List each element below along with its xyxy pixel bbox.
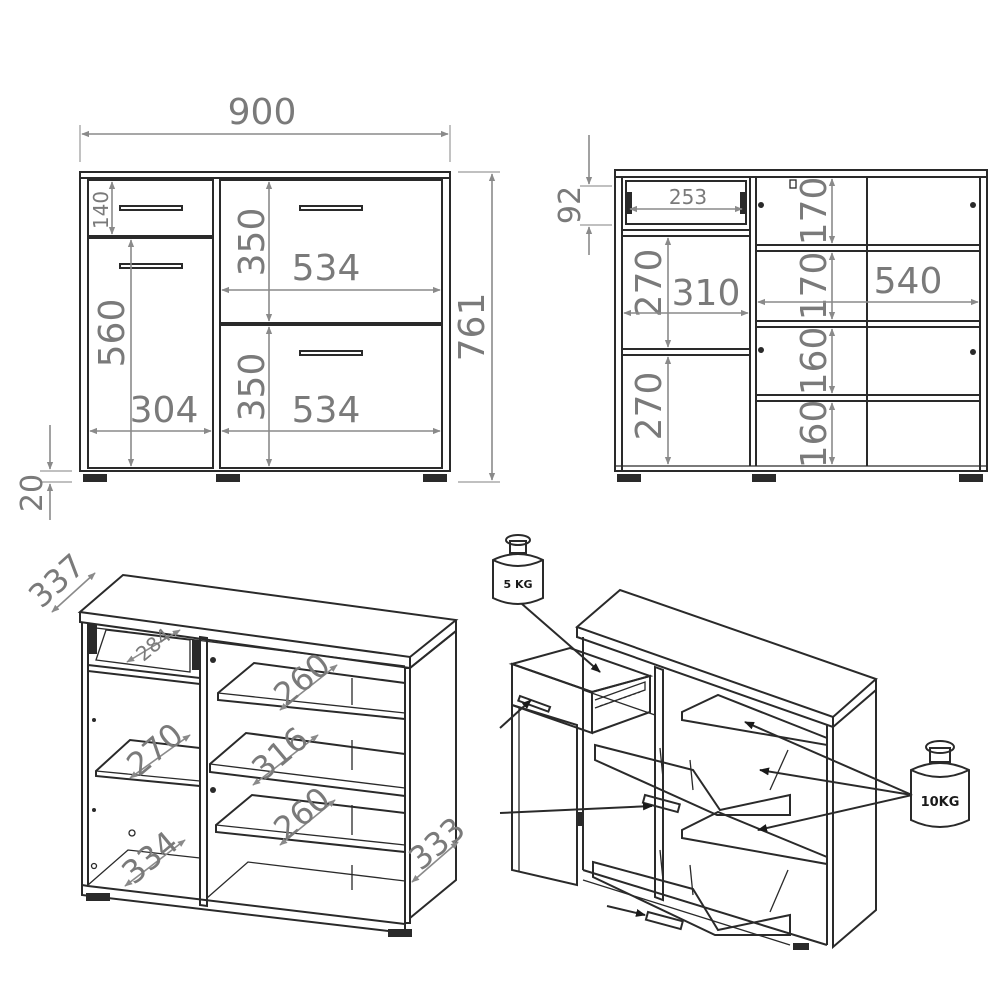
dim-flap-top-width: 534: [292, 248, 361, 289]
dim-left-bottom-depth: 334: [114, 823, 185, 891]
dim-plinth: 20: [15, 474, 50, 512]
dim-right-h4: 160: [794, 400, 835, 469]
front-flap-bottom: [219, 324, 443, 469]
dim-left-inner-width: 310: [672, 273, 741, 314]
foot: [959, 474, 983, 482]
open-view: 92 253 270 310 270 170 170 540 160 160: [553, 135, 988, 482]
iso-right-shelf-2: [209, 731, 406, 798]
iso-right-shelf-1: [217, 661, 406, 721]
load-flap-top: [594, 743, 791, 816]
load-flap-bottom: [592, 860, 791, 936]
pointer-arrow: [521, 603, 601, 673]
dim-open-drawer-width: 253: [669, 185, 707, 209]
foot: [216, 474, 240, 482]
foot: [752, 474, 776, 482]
open-drawer: [625, 180, 747, 225]
front-door: [87, 237, 214, 469]
dim-open-drawer-height: 92: [553, 186, 588, 224]
pointer-arrow: [744, 721, 913, 796]
flap-bottom-handle: [299, 350, 363, 356]
dim-left-upper-height: 270: [629, 249, 670, 318]
dim-right-h2: 170: [794, 252, 835, 321]
door-handle: [119, 263, 183, 269]
pointer-arrow: [606, 905, 646, 917]
load-door: [511, 703, 578, 887]
foot: [86, 893, 110, 901]
dim-right-h1: 170: [794, 177, 835, 246]
weight-5kg-icon: 5 KG: [492, 534, 544, 605]
iso-right-shelf-3: [215, 793, 406, 854]
front-flap-top: [219, 179, 443, 324]
drawer-handle: [119, 205, 183, 211]
front-drawer: [87, 179, 214, 237]
dim-left-shelf-depth: 270: [119, 715, 190, 783]
dim-width: 900: [228, 92, 297, 133]
pointer-arrow: [499, 699, 532, 729]
dim-depth: 337: [21, 546, 92, 615]
weight-10kg-icon: 10KG: [910, 740, 970, 828]
pointer-arrow: [757, 794, 913, 832]
dim-side-depth: 333: [401, 809, 472, 877]
dim-flap-bottom-width: 534: [292, 390, 361, 431]
dim-right-inner-width: 540: [874, 261, 943, 302]
load-view: 5 KG 10KG: [492, 534, 970, 950]
foot: [617, 474, 641, 482]
pointer-arrow: [759, 767, 913, 796]
foot: [388, 929, 412, 937]
iso-left-shelf: [95, 738, 201, 788]
foot: [423, 474, 447, 482]
dim-door-width: 304: [130, 390, 199, 431]
dim-door-height: 560: [92, 299, 133, 368]
front-view: 900 761 20 140 560 304 350 534 350 534: [15, 92, 500, 520]
dim-drawer-height: 140: [89, 191, 113, 229]
iso-view: 337 284 270 334 260 316 260 333: [21, 546, 473, 937]
foot: [83, 474, 107, 482]
dim-flap-top-height: 350: [232, 208, 273, 277]
dim-left-lower-height: 270: [629, 372, 670, 441]
dim-right-h3: 160: [794, 327, 835, 396]
flap-top-handle: [299, 205, 363, 211]
dim-flap-bottom-height: 350: [232, 353, 273, 422]
pointer-arrow: [499, 802, 653, 814]
weight-5kg-label: 5 KG: [503, 578, 532, 591]
dim-height: 761: [452, 293, 493, 362]
weight-10kg-label: 10KG: [921, 795, 960, 810]
